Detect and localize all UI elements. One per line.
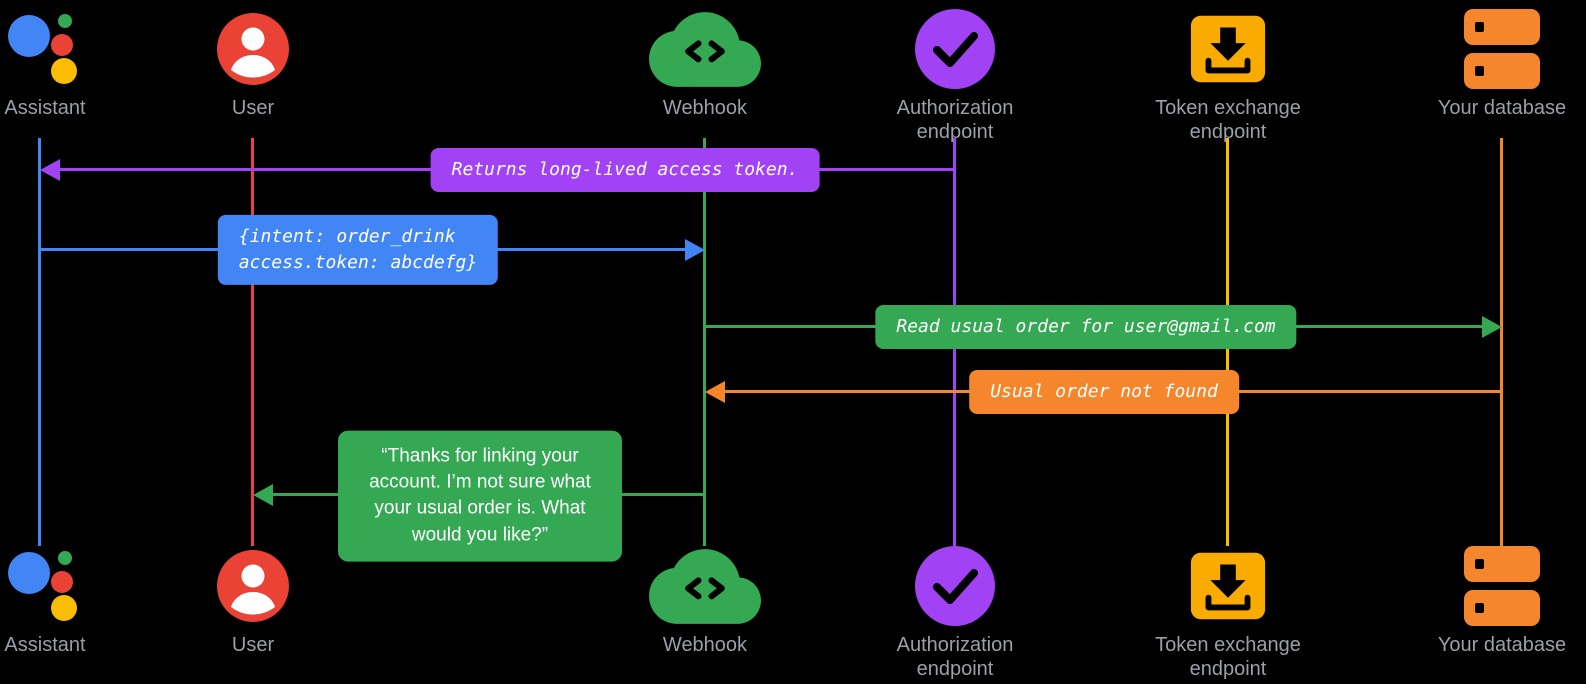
arrowhead-left-icon [253,484,273,506]
check-circle-icon [875,6,1035,92]
person-icon [173,6,333,92]
actor-assistant-top: Assistant [0,6,125,120]
actor-user-top: User [173,6,333,120]
actor-label-your-database: Your database [1437,97,1567,119]
message-label-line: access.token: abcdefg} [238,252,478,273]
actor-token-exchange-endpoint-top: Token exchange endpoint [1148,6,1308,144]
actor-authorization-endpoint-top: Authorization endpoint [875,6,1035,144]
lifeline-assistant [38,138,41,546]
actor-label-authorization-endpoint: Authorization endpoint [896,634,1014,680]
message-label: Usual order not found [969,369,1239,415]
google-assistant-logo [0,543,125,629]
actor-your-database-top: Your database [1422,6,1582,120]
actor-your-database-bottom: Your database [1422,543,1582,657]
token-inbox-icon [1148,6,1308,92]
actor-token-exchange-endpoint-bottom: Token exchange endpoint [1148,543,1308,681]
arrowhead-right-icon [685,239,705,261]
database-icon [1422,6,1582,92]
actor-label-token-exchange-endpoint: Token exchange endpoint [1155,634,1301,680]
actor-label-authorization-endpoint: Authorization endpoint [896,97,1014,143]
arrowhead-right-icon [1482,316,1502,338]
actor-label-token-exchange-endpoint: Token exchange endpoint [1155,97,1301,143]
actor-label-assistant: Assistant [4,97,86,119]
actor-webhook-bottom: Webhook [625,543,785,657]
arrowhead-left-icon [705,381,725,403]
person-icon [173,543,333,629]
actor-assistant-bottom: Assistant [0,543,125,657]
message-label: “Thanks for linking your account. I’m no… [338,430,622,562]
lifeline-user [251,138,254,546]
lifeline-webhook [703,138,706,546]
actor-authorization-endpoint-bottom: Authorization endpoint [875,543,1035,681]
token-inbox-icon [1148,543,1308,629]
lifeline-your-database [1500,138,1503,546]
arrowhead-left-icon [40,159,60,181]
cloud-code-icon [625,543,785,629]
actor-label-user: User [231,97,275,119]
database-icon [1422,543,1582,629]
actor-user-bottom: User [173,543,333,657]
google-assistant-logo [0,6,125,92]
message-label: Returns long-lived access token. [430,147,820,193]
check-circle-icon [875,543,1035,629]
message-label: Read usual order for user@gmail.com [875,304,1297,350]
actor-label-assistant: Assistant [4,634,86,656]
actor-label-your-database: Your database [1437,634,1567,656]
message-label-line: {intent: order_drink [238,225,456,247]
actor-label-user: User [231,634,275,656]
actor-label-webhook: Webhook [662,634,748,656]
cloud-code-icon [625,6,785,92]
message-label: {intent: order_drink access.token: abcde… [217,214,499,286]
actor-label-webhook: Webhook [662,97,748,119]
actor-webhook-top: Webhook [625,6,785,120]
